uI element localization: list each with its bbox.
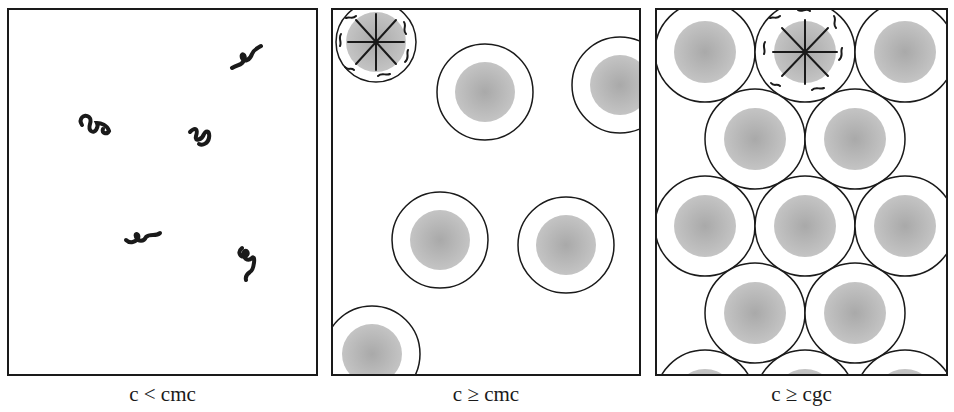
micelles <box>333 10 639 374</box>
packed-micelles <box>657 10 946 374</box>
panel-caption: c < cmc <box>9 382 316 407</box>
panel-caption: c ≥ cmc <box>333 382 639 407</box>
panel-box: c ≥ cgc <box>655 8 948 376</box>
panel-box: c ≥ cmc <box>331 8 641 376</box>
panel-caption: c ≥ cgc <box>657 382 946 407</box>
surfactant-chains <box>81 46 261 280</box>
panel-box: c < cmc <box>7 8 318 376</box>
